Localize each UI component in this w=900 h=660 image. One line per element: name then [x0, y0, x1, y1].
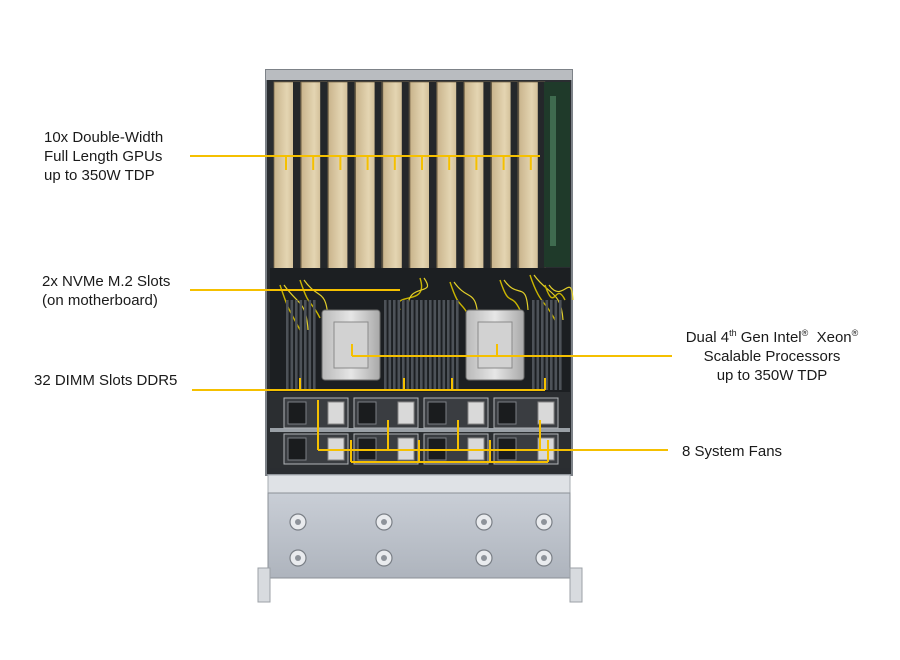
dimm-label-line: 32 DIMM Slots DDR5 [34, 372, 178, 389]
dimm-slot [388, 300, 392, 390]
power-cable [544, 284, 566, 301]
dimm-slot [393, 300, 396, 390]
dimm-slot [447, 300, 450, 390]
tray-screw-center [481, 555, 487, 561]
power-cable [499, 279, 521, 311]
tray-screw-center [381, 519, 387, 525]
dimm-slot [429, 300, 432, 390]
dimm-slot [402, 300, 405, 390]
front-drive-tray [257, 474, 583, 603]
dimm-slot [286, 300, 289, 390]
dimm-slot [554, 300, 558, 390]
fan-handle [287, 401, 307, 425]
dimm-slot [532, 300, 535, 390]
callout-lines [190, 155, 672, 463]
dimm-slot [438, 300, 441, 390]
dimm-slot [406, 300, 410, 390]
system-fans [283, 397, 559, 465]
gpu-label-line: 10x Double-Width [44, 129, 164, 146]
dimm-slot [442, 300, 446, 390]
cpu-label: Dual 4th Gen Intel® Xeon® Scalable Proce… [672, 328, 872, 385]
gpu-card-bracket [483, 82, 491, 276]
cpu-label-line-1: Dual 4th Gen Intel® Xeon® [685, 328, 859, 347]
dimm-slot [299, 300, 303, 390]
fan-latch [467, 401, 485, 425]
gpu-label-line: up to 350W TDP [44, 167, 155, 184]
dimm-slot [397, 300, 401, 390]
fan-handle [427, 401, 447, 425]
dimm-slot [456, 300, 459, 390]
gpu-card-bracket [537, 82, 545, 276]
dimm-slots [286, 300, 562, 390]
dimm-slot [559, 300, 562, 390]
gpu-card-bracket [293, 82, 300, 276]
gpu-card-bracket [456, 82, 464, 276]
tray-screw-center [295, 555, 301, 561]
dimm-slot [424, 300, 428, 390]
dimm-slot [536, 300, 540, 390]
dimm-slot [420, 300, 423, 390]
gpu-card-bracket [347, 82, 355, 276]
dimm-slot [290, 300, 294, 390]
gpu-label-line: Full Length GPUs [44, 148, 163, 165]
tray-screw-center [481, 519, 487, 525]
nvme-label-line: 2x NVMe M.2 Slots [42, 273, 171, 290]
fans-label: 8 System Fans [682, 442, 782, 461]
fan-handle [357, 401, 377, 425]
power-cable [533, 274, 564, 321]
dimm-slot [415, 300, 419, 390]
tray-screw-center [541, 519, 547, 525]
fan-handle [497, 401, 517, 425]
fans-label-line: 8 System Fans [682, 443, 783, 460]
power-cable [279, 284, 301, 331]
dimm-slot [384, 300, 387, 390]
riser-board [544, 82, 570, 267]
dimm-slot [313, 300, 316, 390]
dimm-slot [541, 300, 544, 390]
dimm-label: 32 DIMM Slots DDR5 [34, 371, 177, 390]
power-cable [503, 279, 529, 311]
dimm-slot [545, 300, 549, 390]
dimm-slot [304, 300, 307, 390]
power-cable [548, 284, 574, 301]
cpu-label-line-2: Scalable Processors [703, 348, 841, 365]
cpu-label-line-3: up to 350W TDP [716, 367, 828, 384]
gpu-label: 10x Double-Width Full Length GPUs up to … [44, 128, 163, 185]
gpu-card-bracket [429, 82, 436, 276]
fan-latch [537, 401, 555, 425]
tray-screws [289, 513, 553, 567]
gpu-card-bracket [401, 82, 409, 276]
dimm-slot [295, 300, 298, 390]
gpu-card-bracket [510, 82, 518, 276]
dimm-slot [550, 300, 553, 390]
dimm-slot [411, 300, 414, 390]
tray-screw-center [295, 519, 301, 525]
fan-latch [327, 401, 345, 425]
fan-latch [397, 401, 415, 425]
gpu-card-bracket [320, 82, 328, 276]
nvme-label: 2x NVMe M.2 Slots (on motherboard) [42, 272, 170, 310]
fan-handle [287, 437, 307, 461]
dimm-slot [308, 300, 312, 390]
dimm-slot [451, 300, 455, 390]
tray-screw-center [381, 555, 387, 561]
nvme-label-line: (on motherboard) [42, 292, 158, 309]
tray-screw-center [541, 555, 547, 561]
dimm-slot [433, 300, 437, 390]
gpu-card-bracket [374, 82, 382, 276]
